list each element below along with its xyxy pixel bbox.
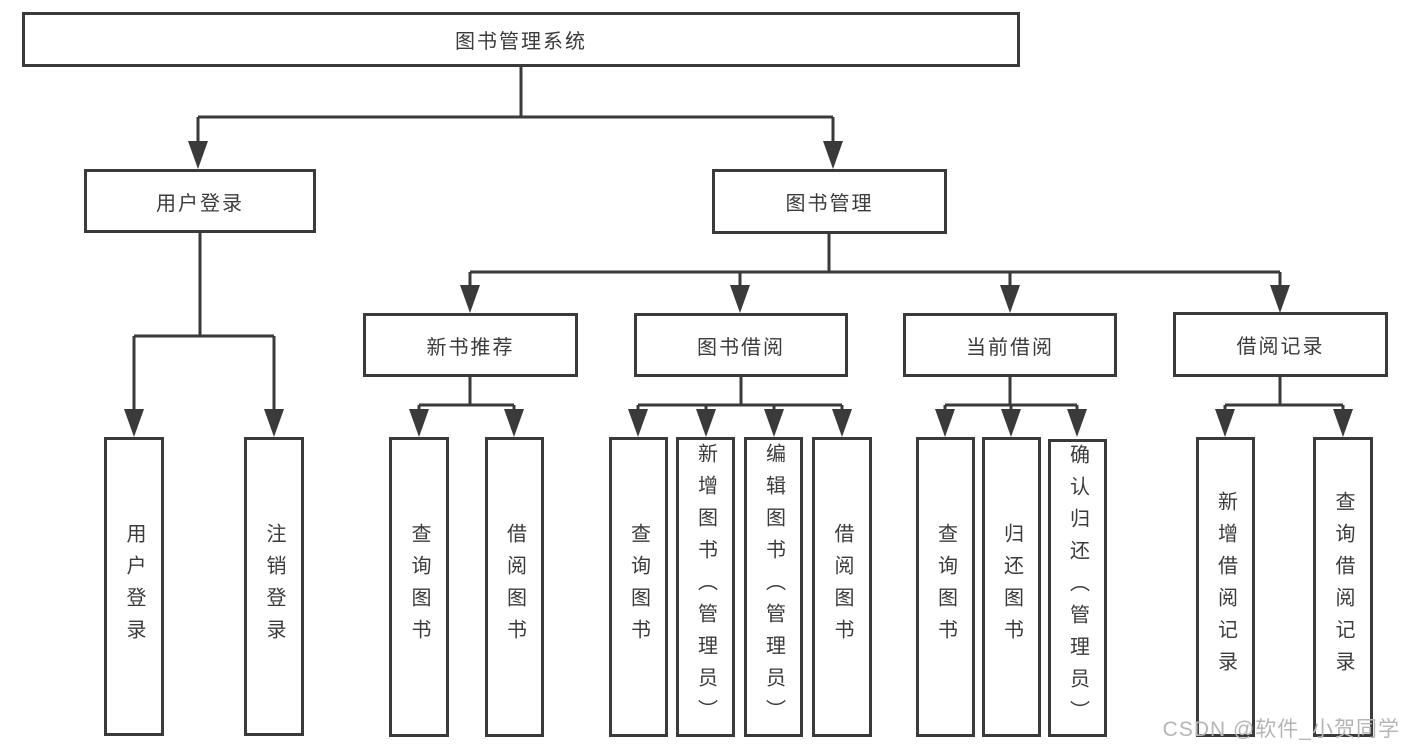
- leaf-confirm-return-admin: 确认归还（管理员）: [1048, 439, 1107, 737]
- node-borrowing-records: 借阅记录: [1173, 312, 1388, 377]
- node-current-borrowing: 当前借阅: [903, 313, 1117, 377]
- node-book-borrowing: 图书借阅: [634, 313, 848, 377]
- node-library-system: 图书管理系统: [22, 12, 1020, 67]
- leaf-edit-book-admin: 编辑图书（管理员）: [744, 437, 803, 737]
- node-book-management: 图书管理: [712, 169, 947, 234]
- node-user-login: 用户登录: [84, 169, 316, 233]
- node-new-book-recommend: 新书推荐: [363, 313, 578, 377]
- csdn-watermark: CSDN @软件_小贺同学: [1162, 718, 1400, 741]
- leaf-user-login: 用户登录: [104, 437, 164, 736]
- leaf-borrow-books: 借阅图书: [812, 437, 872, 737]
- leaf-query-books-borrow: 查询图书: [609, 437, 668, 737]
- leaf-add-borrow-record: 新增借阅记录: [1196, 437, 1255, 737]
- leaf-query-books-recommend: 查询图书: [389, 437, 449, 737]
- leaf-return-books: 归还图书: [982, 437, 1041, 737]
- leaf-logout: 注销登录: [244, 437, 304, 736]
- leaf-borrow-books-recommend: 借阅图书: [485, 437, 544, 737]
- leaf-query-books-current: 查询图书: [916, 437, 975, 737]
- leaf-query-borrow-record: 查询借阅记录: [1313, 437, 1373, 737]
- leaf-add-book-admin: 新增图书（管理员）: [676, 437, 735, 737]
